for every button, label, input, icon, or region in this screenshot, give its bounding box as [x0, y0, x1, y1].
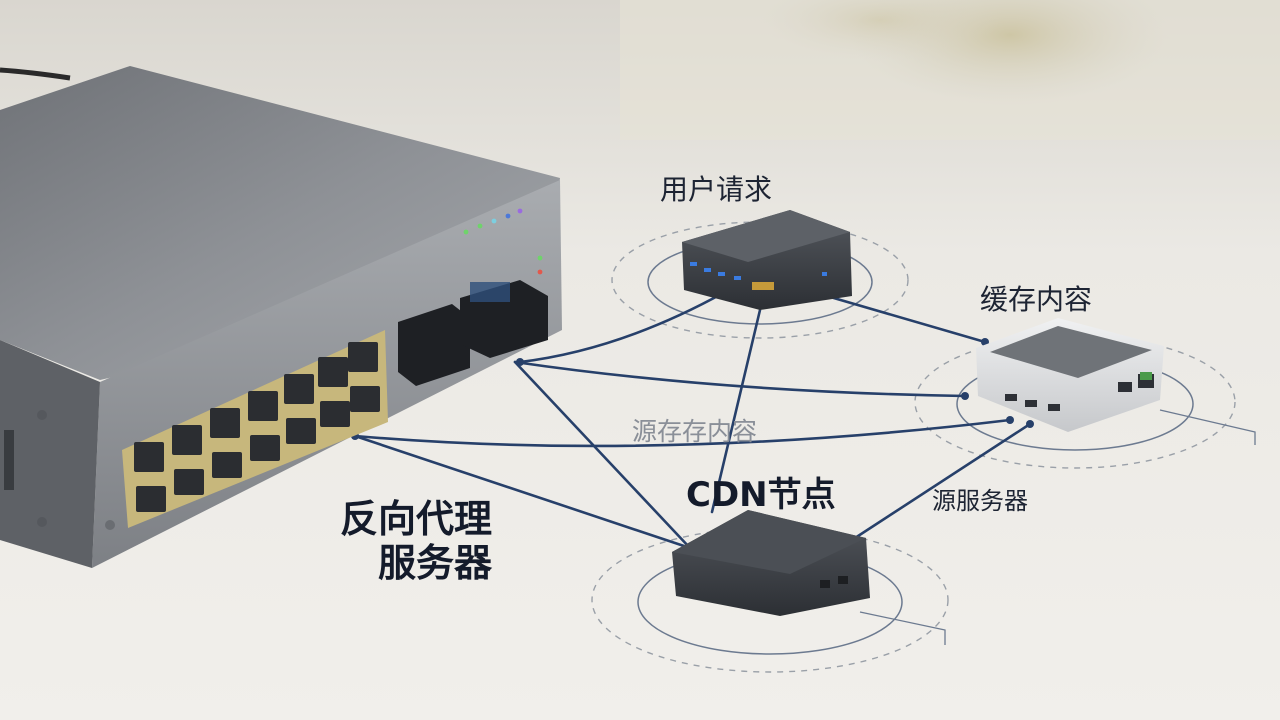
origin-server-label: 源服务器 — [932, 487, 1028, 515]
cache-device — [976, 318, 1164, 432]
cdn-device — [672, 510, 870, 616]
source-content-label: 源存存内容 — [632, 417, 758, 446]
reverse-proxy-label-line2: 服务器 — [377, 540, 492, 585]
cable — [0, 67, 71, 81]
user-device — [682, 210, 852, 310]
network-switch — [0, 66, 562, 568]
reverse-proxy-label: 反向代理 服务器 — [322, 497, 492, 585]
cdn-node-label: CDN节点 — [686, 475, 836, 515]
user-request-label: 用户请求 — [660, 173, 773, 206]
cache-content-label: 缓存内容 — [980, 283, 1093, 316]
reverse-proxy-label-line1: 反向代理 — [339, 497, 492, 541]
sfp-modules — [398, 280, 548, 386]
status-leds — [463, 208, 543, 275]
connector-lines — [353, 290, 1032, 550]
